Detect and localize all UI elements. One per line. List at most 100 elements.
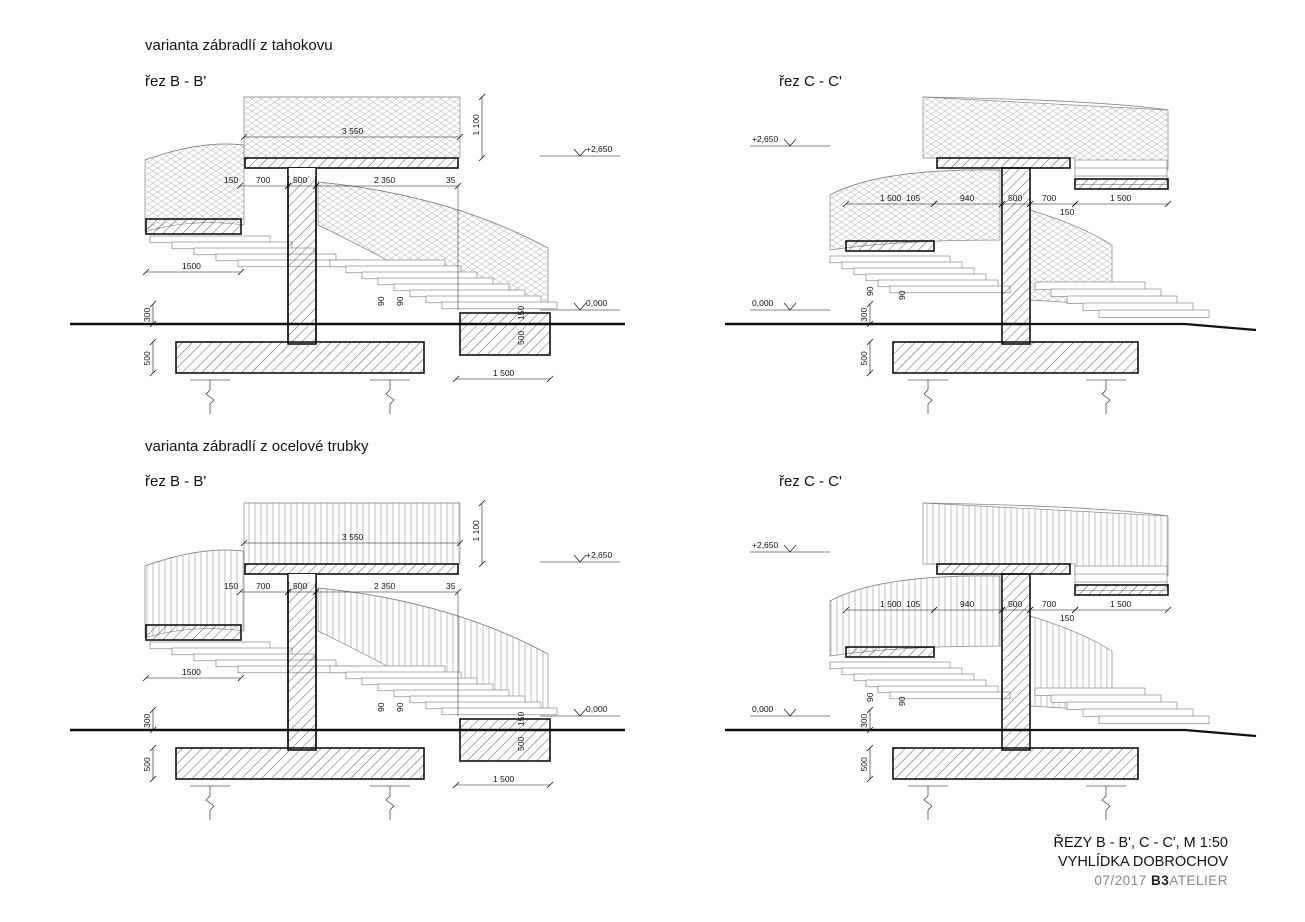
dimension-tick [149,726,157,734]
dimension-tick [149,338,157,346]
dimension-tick [456,539,464,547]
dimension-tick [240,539,248,547]
dim-150-vertical: 150 [516,306,526,320]
dimension-tick [452,375,460,383]
upper-landing-slab [1074,584,1169,596]
elevation-marker [573,148,587,157]
title-block-sheet-title: ŘEZY B - B', C - C', M 1:50 [1053,835,1228,851]
central-column [287,167,317,345]
foundation [892,747,1139,780]
dim-940: 940 [960,599,974,609]
stair-step [1074,565,1168,575]
dim-150: 150 [224,175,238,185]
dim-foundation-500: 500 [142,757,152,771]
landing-slab [145,218,242,235]
stair-step [1074,167,1168,177]
stair-step [889,285,1011,294]
break-line [385,786,395,820]
upper-deck-slab [244,157,459,169]
dim-150: 150 [224,581,238,591]
dim-foundation-500: 500 [859,757,869,771]
dim-deck-width: 3 550 [342,532,364,542]
elevation-marker [783,138,797,147]
title-block-date: 07/2017 [1094,873,1147,888]
handrail [829,575,1001,602]
dim-deck-width: 3 550 [342,126,364,136]
dimension-tick [1026,606,1034,614]
dim-300: 300 [142,714,152,728]
variant-1-title: varianta zábradlí z tahokovu [145,37,333,54]
dimension-tick [866,744,874,752]
break-line [385,380,395,414]
dim-150: 150 [1060,207,1074,217]
stair-step [1082,302,1194,311]
stair-step [1098,309,1210,318]
elevation-marker [573,554,587,563]
variant-2-section-bb-label: řez B - B' [145,473,207,490]
dimension-tick [142,268,150,276]
left-railing [829,169,1001,251]
dim-700: 700 [256,175,270,185]
dimension-tick [237,674,245,682]
left-railing [829,575,1001,657]
dim-300: 300 [859,714,869,728]
dim-step-90a: 90 [376,702,386,712]
variant-2-section-cc-label: řez C - C' [779,473,842,490]
stair-step [1098,715,1210,724]
dim-500-vertical: 500 [516,331,526,345]
stair-step [1082,708,1194,717]
dimension-tick [478,499,486,507]
upper-deck-slab [244,563,459,575]
dim-150-vertical: 150 [516,712,526,726]
elevation-marker [573,302,587,311]
dimension-tick [149,744,157,752]
handrail [922,502,1169,517]
dim-150: 150 [1060,613,1074,623]
stair-step [1074,573,1168,583]
break-line [1101,786,1111,820]
dimension-tick [866,320,874,328]
dim-foundation-500: 500 [859,351,869,365]
handrail [144,143,245,161]
dimension-tick [149,369,157,377]
stair-step [441,707,558,716]
dim-step-90b: 90 [897,696,907,706]
break-line [923,786,933,820]
dimension-tick [312,588,320,596]
ground-line-slope [1030,728,1257,738]
elevation-top-label: +2,650 [752,540,779,550]
dimension-tick [842,200,850,208]
stair-step [1034,281,1146,290]
elevation-top-label: +2,650 [586,550,613,560]
stair-step [1066,701,1178,710]
handrail [922,96,1169,111]
central-column [287,573,317,751]
dimension-tick [236,588,244,596]
dimension-tick [1071,200,1079,208]
dim-railing-height: 1 100 [471,520,481,542]
brand-logo-atelier: ATELIER [1169,873,1228,888]
brand-logo-b3: B3 [1150,873,1170,888]
dim-column-500: 500 [1008,193,1022,203]
dimension-tick [866,726,874,734]
break-line [923,380,933,414]
dim-landing-1500: 1500 [182,261,201,271]
upper-deck-slab [936,563,1071,575]
stair-step [1034,687,1146,696]
elevation-zero-label: 0,000 [586,704,608,714]
dimension-tick [284,588,292,596]
dimension-tick [149,706,157,714]
dim-block-1500: 1 500 [493,368,515,378]
stair-step [889,691,1011,700]
break-line [1101,380,1111,414]
dim-column-500: 500 [293,581,307,591]
right-railing [1029,615,1113,712]
dim-35: 35 [446,175,456,185]
dim-700: 700 [1042,599,1056,609]
dim-step-90b: 90 [395,296,405,306]
handrail [144,549,245,567]
dim-column-500: 500 [293,175,307,185]
dim-block-1500: 1 500 [493,774,515,784]
